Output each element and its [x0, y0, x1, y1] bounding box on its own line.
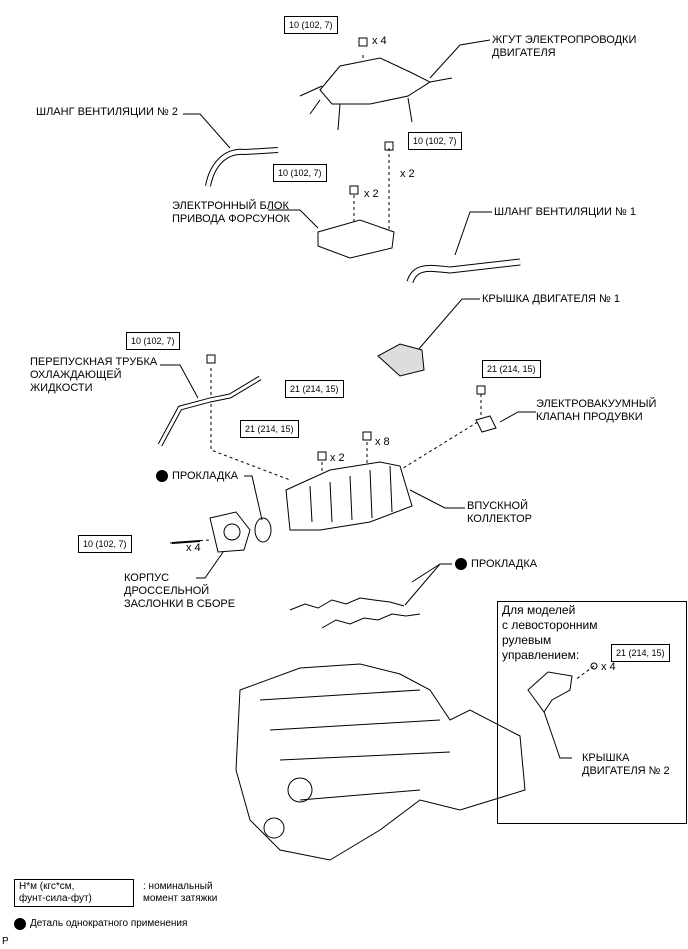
intake-manifold-shape [285, 461, 413, 531]
torque-spec: 10 (102, 7) [126, 332, 180, 350]
leader-gasket-a [244, 475, 263, 521]
throttle-gasket-ring [254, 517, 272, 543]
legend-unit-description: : номинальный момент затяжки [143, 881, 218, 904]
engine-cover-1-shape [377, 343, 425, 377]
vent-hose-2-shape [205, 147, 279, 187]
label-throttle-body: КОРПУС ДРОССЕЛЬНОЙ ЗАСЛОНКИ В СБОРЕ [124, 572, 236, 610]
engine-block-shape [235, 663, 526, 861]
label-gasket-throttle: ПРОКЛАДКА [172, 470, 239, 482]
torque-spec: 21 (214, 15) [482, 360, 541, 378]
torque-spec: 21 (214, 15) [611, 644, 670, 662]
single-use-marker [156, 470, 168, 482]
wire-harness-shape [319, 57, 432, 105]
leader-throttle [196, 544, 229, 579]
leader-engine-cover-1 [417, 298, 480, 351]
quantity-label: x 2 [364, 188, 379, 200]
label-bypass-pipe: ПЕРЕПУСКНАЯ ТРУБКА ОХЛАЖДАЮЩЕЙ ЖИДКОСТИ [30, 356, 158, 394]
legend-single-use-dot [14, 918, 26, 930]
torque-spec: 10 (102, 7) [284, 16, 338, 34]
lhd-inset-title: Для моделей с левосторонним рулевым упра… [502, 603, 598, 662]
label-gasket-manifold: ПРОКЛАДКА [471, 558, 538, 570]
leader-vent-hose-1 [454, 211, 492, 256]
torque-spec: 21 (214, 15) [240, 420, 299, 438]
label-wire-harness: ЖГУТ ЭЛЕКТРОПРОВОДКИ ДВИГАТЕЛЯ [492, 34, 637, 59]
torque-spec: 21 (214, 15) [285, 380, 344, 398]
torque-spec: 10 (102, 7) [78, 535, 132, 553]
torque-spec: 10 (102, 7) [408, 132, 462, 150]
engine-cover-2-shape [527, 671, 573, 713]
leader-cover-2 [539, 699, 572, 759]
single-use-marker [455, 558, 467, 570]
label-vsv-purge: ЭЛЕКТРОВАКУУМНЫЙ КЛАПАН ПРОДУВКИ [536, 398, 657, 423]
legend-unit-box: Н*м (кгс*см, фунт-сила-фут) [14, 879, 134, 907]
leader-bypass-pipe [160, 364, 199, 399]
leader-wire-harness [429, 39, 491, 79]
label-engine-cover-1: КРЫШКА ДВИГАТЕЛЯ № 1 [482, 293, 621, 305]
quantity-label: x 2 [400, 168, 415, 180]
manifold-gasket-shape-1 [289, 597, 405, 611]
figure-code: P [2, 936, 9, 947]
quantity-label: x 2 [330, 452, 345, 464]
lhd-inset-frame [497, 601, 687, 824]
quantity-label: x 8 [375, 436, 390, 448]
label-intake-manifold: ВПУСКНОЙ КОЛЛЕКТОР [467, 500, 533, 525]
leader-gasket-b [404, 563, 452, 606]
leader-vent-hose-2 [183, 113, 231, 149]
quantity-label: x 4 [372, 35, 387, 47]
legend-single-use-text: Деталь однократного применения [30, 918, 188, 929]
injector-driver-shape [317, 219, 395, 259]
label-vent-hose-1: ШЛАНГ ВЕНТИЛЯЦИИ № 1 [494, 206, 636, 218]
leader-intake [409, 489, 465, 509]
leader-injector-driver [268, 209, 319, 229]
label-injector-driver: ЭЛЕКТРОННЫЙ БЛОК ПРИВОДА ФОРСУНОК [172, 200, 290, 225]
label-engine-cover-2: КРЫШКА ДВИГАТЕЛЯ № 2 [582, 752, 670, 777]
leader-vsv [499, 411, 536, 423]
vsv-shape [475, 415, 497, 433]
label-vent-hose-2: ШЛАНГ ВЕНТИЛЯЦИИ № 2 [36, 106, 178, 118]
manifold-gasket-shape-2 [321, 613, 421, 629]
quantity-label: x 4 [186, 542, 201, 554]
quantity-label: x 4 [601, 661, 616, 673]
torque-spec: 10 (102, 7) [273, 164, 327, 182]
throttle-body-shape [209, 511, 251, 553]
